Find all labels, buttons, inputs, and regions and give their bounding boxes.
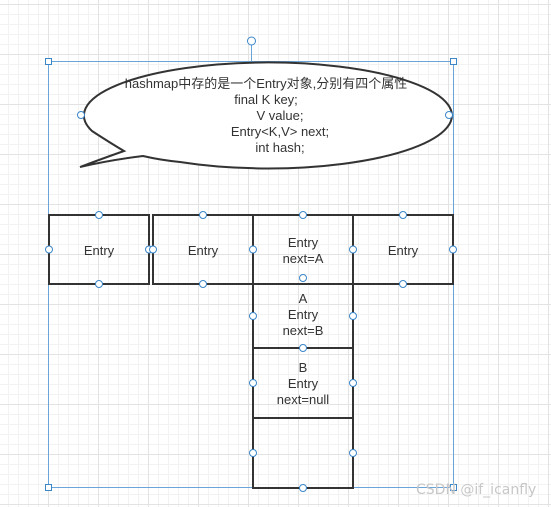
chain-node-box [252,417,354,489]
connection-points [45,111,457,492]
bubble-line-next: Entry<K,V> next; [231,124,329,139]
chain-node-name: B [299,360,308,375]
array-cell-label: Entry [84,243,115,258]
array-cell-next: next=A [283,251,324,266]
connection-point[interactable] [95,280,103,288]
connection-point[interactable] [299,211,307,219]
connection-point[interactable] [349,312,357,320]
connection-point[interactable] [299,274,307,282]
resize-handle-top-right[interactable] [450,58,457,65]
speech-bubble-shape [79,61,453,170]
bubble-line-hash: int hash; [255,140,304,155]
connection-point[interactable] [149,245,157,254]
connection-point[interactable] [445,111,453,119]
connection-point[interactable] [399,211,407,219]
connection-point[interactable] [249,449,257,457]
connection-point[interactable] [349,449,357,457]
corner-handles [45,58,457,491]
resize-handle-bottom-right[interactable] [450,484,457,491]
bubble-line-title: hashmap中存的是一个Entry对象,分别有四个属性 [125,76,407,91]
connection-point[interactable] [449,245,457,254]
array-cell-label: Entry [188,243,219,258]
chain-node-empty[interactable] [252,417,354,489]
array-cell-1[interactable]: Entry [152,214,254,285]
watermark-text: CSDN @if_icanfly [416,482,536,498]
array-cell-label: Entry [388,243,419,258]
resize-handle-top-left[interactable] [45,58,52,65]
connection-point[interactable] [249,245,257,254]
connection-point[interactable] [299,484,307,492]
connection-point[interactable] [249,312,257,320]
connection-point[interactable] [399,280,407,288]
array-cell-2[interactable]: Entry next=A [252,214,354,285]
rotate-handle[interactable] [247,36,256,46]
chain-node-b[interactable]: B Entry next=null [252,347,354,419]
resize-handle-bottom-left[interactable] [45,484,52,491]
connection-point[interactable] [45,245,53,254]
connection-point[interactable] [349,245,357,254]
connection-point[interactable] [249,379,257,387]
connection-point[interactable] [77,111,85,119]
array-cell-0[interactable]: Entry [48,214,150,285]
array-cell-3[interactable]: Entry [352,214,454,285]
bubble-line-key: final K key; [234,92,298,107]
array-cell-label: Entry [288,235,319,250]
connection-point[interactable] [349,379,357,387]
chain-node-a[interactable]: A Entry next=B [252,283,354,349]
chain-node-next: next=B [283,323,324,338]
connection-point[interactable] [299,344,307,352]
bubble-line-value: V value; [257,108,304,123]
connection-point[interactable] [199,280,207,288]
connection-point[interactable] [95,211,103,219]
chain-node-next: next=null [277,392,330,407]
chain-node-label: Entry [288,307,319,322]
chain-node-label: Entry [288,376,319,391]
speech-bubble[interactable]: hashmap中存的是一个Entry对象,分别有四个属性 final K key… [79,61,453,170]
connection-point[interactable] [199,211,207,219]
chain-node-name: A [299,291,308,306]
